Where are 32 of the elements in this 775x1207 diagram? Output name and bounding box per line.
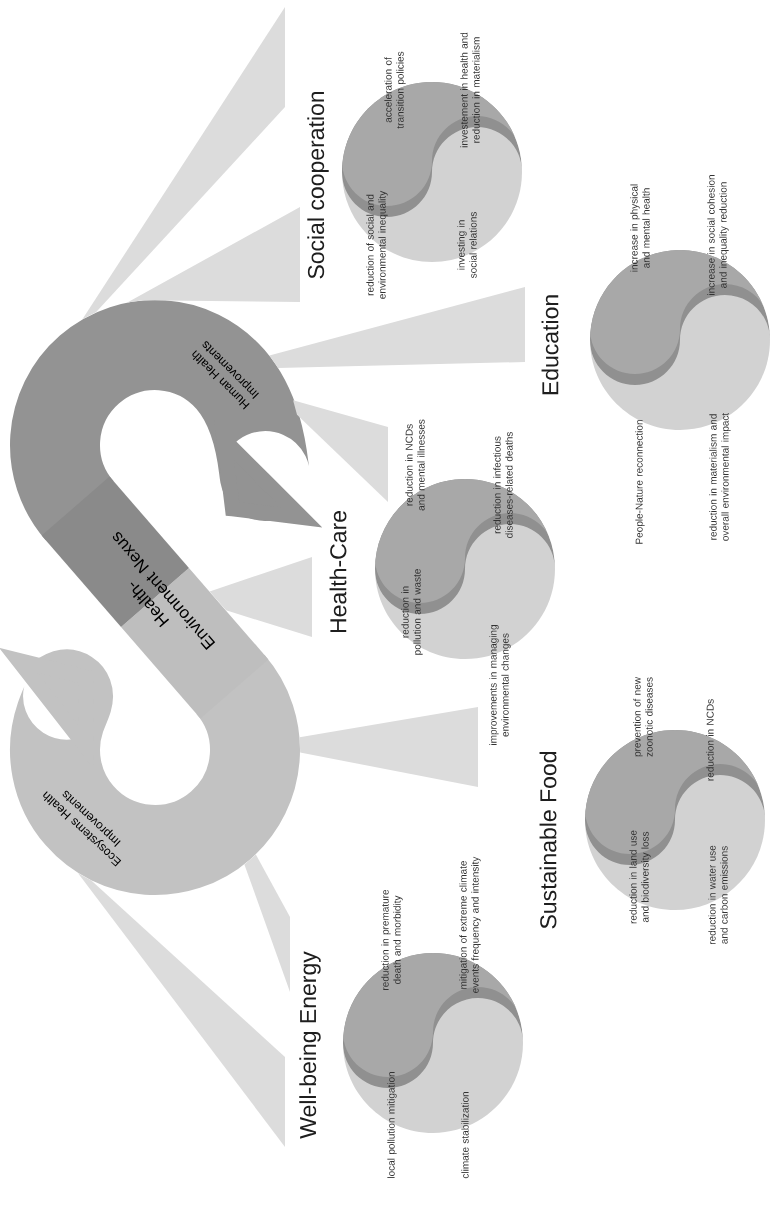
benefit-text: improvements in managing environmental changes bbox=[489, 625, 511, 745]
benefit-text: increase in physical and mental health bbox=[630, 184, 650, 272]
fan-connector bbox=[269, 287, 525, 369]
benefit-text: mitigation of extreme climate events frequency and intensity bbox=[459, 856, 481, 993]
fan-connector bbox=[82, 7, 285, 320]
theme-title: Well-being Energy bbox=[299, 951, 321, 1139]
fan-connector bbox=[78, 873, 285, 1147]
benefit-text: reduction in pollution and waste bbox=[401, 569, 423, 655]
benefit-text: investing in social relations bbox=[457, 212, 477, 279]
fan-connector bbox=[293, 400, 388, 502]
benefit-text: reduction in NCDs bbox=[706, 699, 714, 781]
benefit-text: reduction in NCDs and mental illnesses bbox=[405, 419, 425, 511]
benefit-text: reduction of social and environmental inequality bbox=[366, 190, 388, 299]
benefit-text: prevention of new zoonotic diseases bbox=[633, 676, 653, 757]
benefit-text: local pollution mitigation bbox=[387, 1072, 397, 1178]
fan-connector bbox=[127, 207, 300, 303]
benefit-text: reduction in water use and carbon emissions bbox=[708, 845, 728, 945]
theme-title: Sustainable Food bbox=[539, 752, 557, 929]
benefit-text: reduction in materialism and overall environmental impact bbox=[709, 412, 731, 541]
fan-connector bbox=[209, 557, 312, 637]
fan-connector bbox=[244, 854, 290, 992]
benefit-text: reduction in land use and biodiversity loss bbox=[629, 830, 651, 924]
benefit-text: acceleration of transition policies bbox=[384, 51, 406, 129]
theme-title: Social cooperation bbox=[307, 91, 329, 279]
benefit-text: reduction in premature death and morbidity bbox=[381, 889, 403, 990]
benefit-text: reduction in infectious diseases-related deaths bbox=[493, 432, 513, 538]
benefit-text: People-Nature reconnection bbox=[635, 420, 645, 544]
benefit-text: climate stabilization bbox=[461, 1092, 469, 1179]
theme-title: Health-Care bbox=[329, 511, 347, 633]
fan-connector bbox=[299, 707, 478, 787]
theme-title: Education bbox=[541, 295, 559, 395]
benefit-text: investement in health and reduction in materialism bbox=[460, 32, 480, 148]
